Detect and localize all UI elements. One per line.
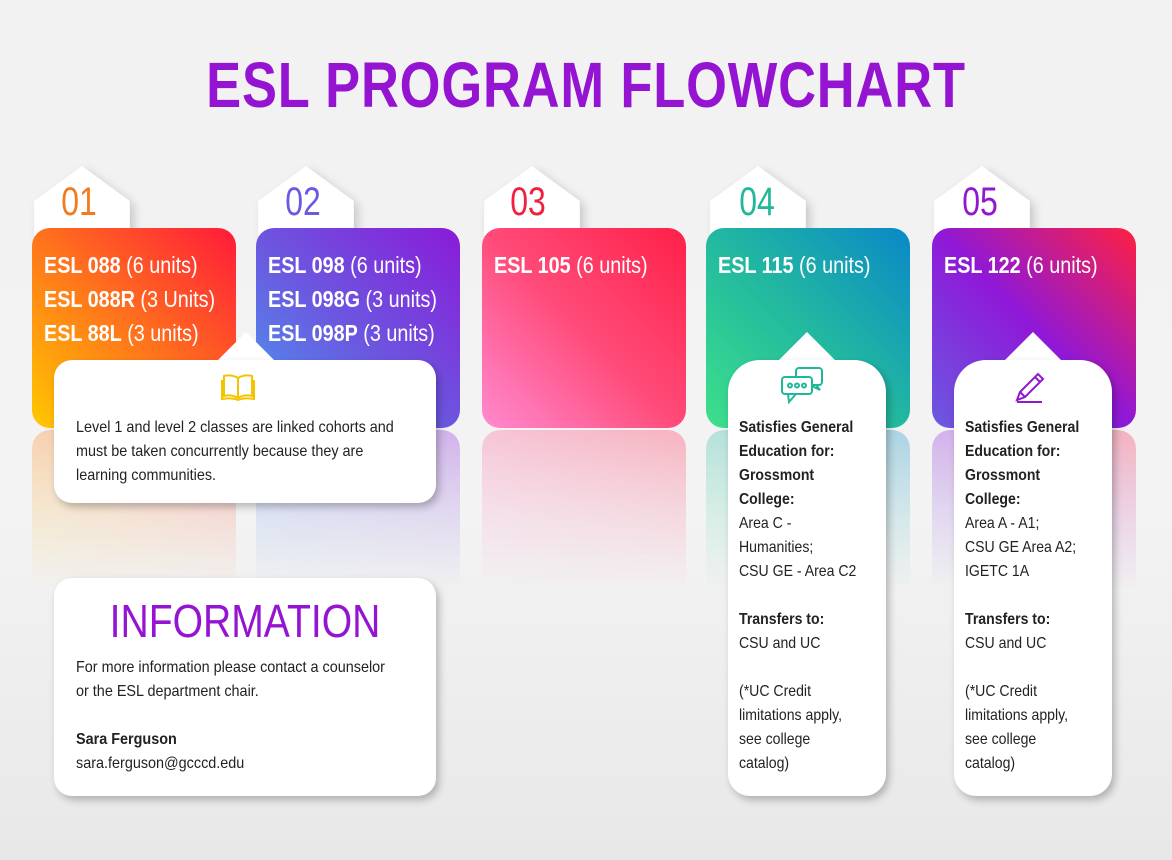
uc-note: limitations apply, bbox=[965, 707, 1069, 724]
ge-heading: College: bbox=[965, 491, 1021, 508]
course-code: ESL 088R bbox=[44, 286, 135, 312]
ge-heading: Grossmont bbox=[965, 467, 1041, 484]
course-units: (3 units) bbox=[365, 286, 437, 312]
step-tab-1 bbox=[30, 166, 134, 236]
ge-heading: Satisfies General bbox=[739, 419, 854, 436]
book-icon bbox=[221, 374, 255, 402]
uc-note: (*UC Credit bbox=[965, 683, 1037, 700]
step-tab-3 bbox=[480, 166, 584, 236]
course-units: (6 units) bbox=[799, 252, 871, 278]
course-code: ESL 115 bbox=[718, 252, 794, 278]
course-code: ESL 098P bbox=[268, 320, 358, 346]
pencil-icon bbox=[1015, 372, 1045, 403]
ge-box-esl115: Satisfies General Education for: Grossmo… bbox=[728, 360, 886, 796]
chat-bubbles-icon bbox=[781, 367, 823, 404]
contact-email[interactable]: sara.ferguson@gcccd.edu bbox=[76, 755, 245, 772]
course-code: ESL 088 bbox=[44, 252, 121, 278]
ge-area: CSU GE - Area C2 bbox=[739, 563, 857, 580]
course-units: (3 units) bbox=[127, 320, 199, 346]
information-heading: INFORMATION bbox=[109, 595, 381, 647]
course-card-3: ESL 105 (6 units) bbox=[482, 228, 686, 428]
course-units: (6 units) bbox=[350, 252, 422, 278]
ge-area: Area A - A1; bbox=[965, 515, 1040, 532]
uc-note: see college bbox=[739, 731, 811, 748]
ge-heading: Education for: bbox=[965, 443, 1061, 460]
uc-note: catalog) bbox=[739, 755, 790, 772]
step-tab-2 bbox=[254, 166, 358, 236]
course-units: (6 units) bbox=[1026, 252, 1098, 278]
transfer-heading: Transfers to: bbox=[965, 611, 1051, 628]
contact-name: Sara Ferguson bbox=[76, 731, 177, 748]
note-text: Level 1 and level 2 classes are linked c… bbox=[76, 419, 394, 436]
step-number-2: 02 bbox=[285, 180, 321, 224]
note-text: must be taken concurrently because they … bbox=[76, 443, 364, 460]
information-box: INFORMATION For more information please … bbox=[54, 578, 436, 796]
ge-heading: Satisfies General bbox=[965, 419, 1080, 436]
course-code: ESL 122 bbox=[944, 252, 1021, 278]
ge-area: Area C - bbox=[739, 515, 792, 532]
info-text: For more information please contact a co… bbox=[76, 659, 385, 676]
course-units: (6 units) bbox=[576, 252, 648, 278]
page-title: ESL PROGRAM FLOWCHART bbox=[206, 49, 966, 121]
ge-heading: Grossmont bbox=[739, 467, 815, 484]
uc-note: catalog) bbox=[965, 755, 1016, 772]
card-reflection bbox=[482, 430, 686, 590]
ge-box-esl122: Satisfies General Education for: Grossmo… bbox=[954, 360, 1112, 796]
course-units: (3 Units) bbox=[140, 286, 216, 312]
ge-area: Humanities; bbox=[739, 539, 814, 556]
course-units: (6 units) bbox=[126, 252, 198, 278]
transfer-text: CSU and UC bbox=[965, 635, 1047, 652]
ge-heading: College: bbox=[739, 491, 795, 508]
ge-area: CSU GE Area A2; bbox=[965, 539, 1077, 556]
course-units: (3 units) bbox=[363, 320, 435, 346]
step-number-1: 01 bbox=[61, 180, 97, 224]
transfer-text: CSU and UC bbox=[739, 635, 821, 652]
course-code: ESL 105 bbox=[494, 252, 571, 278]
step-tab-5 bbox=[930, 166, 1034, 236]
transfer-heading: Transfers to: bbox=[739, 611, 825, 628]
step-number-4: 04 bbox=[739, 180, 775, 224]
ge-heading: Education for: bbox=[739, 443, 835, 460]
note-text: learning communities. bbox=[76, 467, 217, 484]
step-number-3: 03 bbox=[510, 180, 546, 224]
ge-area: IGETC 1A bbox=[965, 563, 1030, 580]
cohort-note: Level 1 and level 2 classes are linked c… bbox=[54, 360, 436, 503]
uc-note: limitations apply, bbox=[739, 707, 843, 724]
course-code: ESL 88L bbox=[44, 320, 122, 346]
course-code: ESL 098 bbox=[268, 252, 345, 278]
uc-note: see college bbox=[965, 731, 1037, 748]
step-number-5: 05 bbox=[962, 180, 998, 224]
course-code: ESL 098G bbox=[268, 286, 361, 312]
step-tab-4 bbox=[706, 166, 810, 236]
info-text: or the ESL department chair. bbox=[76, 683, 259, 700]
uc-note: (*UC Credit bbox=[739, 683, 811, 700]
